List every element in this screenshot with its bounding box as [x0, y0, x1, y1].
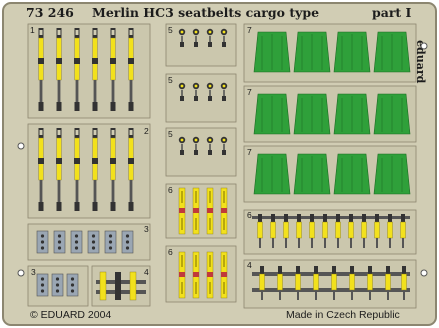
part-number: 5 [168, 75, 173, 85]
part-number: 4 [144, 267, 149, 277]
net-group-7b [243, 85, 417, 143]
strip-group-6a [165, 183, 237, 239]
buckle-row-4b [243, 259, 417, 309]
part-number: 7 [247, 25, 252, 35]
buckle-row-6c [243, 209, 417, 255]
sheet-code: 73 246 [26, 5, 74, 20]
belt-group-1 [27, 23, 151, 119]
part-number: 6 [168, 247, 173, 257]
sheet-part: part I [372, 5, 412, 20]
part-number: 1 [30, 25, 35, 35]
part-number: 6 [247, 210, 252, 220]
part-number: 4 [247, 260, 252, 270]
belt-group-2 [27, 123, 151, 219]
sheet-name: Merlin HC3 seatbelts cargo type [92, 5, 319, 20]
harness-group-3a [27, 223, 151, 261]
part-number: 6 [168, 185, 173, 195]
origin-text: Made in Czech Republic [286, 309, 400, 321]
harness-group-4a [91, 265, 151, 307]
buckle-group-5c [165, 127, 237, 177]
buckle-group-5a [165, 23, 237, 67]
net-group-7a [243, 23, 417, 83]
part-number: 3 [144, 224, 149, 234]
net-group-7c [243, 145, 417, 203]
part-number: 5 [168, 25, 173, 35]
part-number: 2 [144, 126, 149, 136]
part-number: 3 [31, 267, 36, 277]
strip-group-6b [165, 245, 237, 303]
part-number: 7 [247, 87, 252, 97]
buckle-group-5b [165, 73, 237, 123]
part-number: 5 [168, 129, 173, 139]
copyright-text: © EDUARD 2004 [30, 309, 111, 321]
part-number: 7 [247, 147, 252, 157]
harness-group-3b [27, 265, 89, 307]
brand-logo: eduard [414, 40, 427, 84]
mounting-hole-icon [17, 42, 428, 277]
